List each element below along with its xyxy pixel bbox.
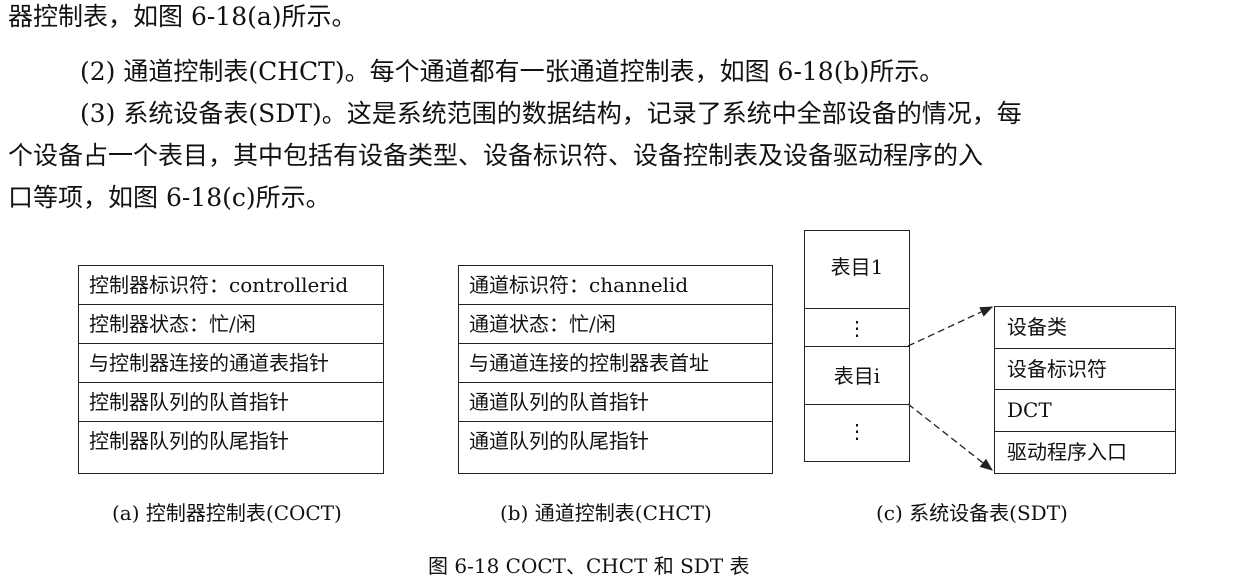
paragraph-line: 口等项，如图 6-18(c)所示。 [8,183,331,212]
paragraph-line: 器控制表，如图 6-18(a)所示。 [8,2,357,31]
coct-row: 控制器状态：忙/闲 [79,305,383,344]
chct-row: 通道队列的队尾指针 [469,429,649,453]
chct-row: 通道标识符：channelid [459,266,772,305]
paragraph-line: 个设备占一个表目，其中包括有设备类型、设备标识符、设备控制表及设备驱动程序的入 [8,141,984,170]
dashed-arrow-top [907,306,994,347]
paragraph-line: (2) 通道控制表(CHCT)。每个通道都有一张通道控制表，如图 6-18(b)… [80,57,945,86]
chct-table: 通道标识符：channelid 通道状态：忙/闲 与通道连接的控制器表首址 通道… [458,265,773,474]
caption-sdt: (c) 系统设备表(SDT) [876,501,1068,525]
sdt-entry-row: 设备标识符 [995,349,1175,390]
sdt-entry-table: 设备类 设备标识符 DCT 驱动程序入口 [994,306,1176,474]
chct-row: 通道状态：忙/闲 [459,305,772,344]
caption-chct: (b) 通道控制表(CHCT) [500,501,712,525]
coct-row: 控制器队列的队尾指针 [89,429,289,453]
sdt-cell: 表目1 [805,231,909,309]
sdt-cell: ⋮ [805,309,909,347]
coct-table: 控制器标识符：controllerid 控制器状态：忙/闲 与控制器连接的通道表… [78,265,384,474]
coct-row: 与控制器连接的通道表指针 [79,344,383,383]
sdt-entry-row: DCT [995,390,1175,432]
paragraph-line: (3) 系统设备表(SDT)。这是系统范围的数据结构，记录了系统中全部设备的情况… [80,99,1022,128]
sdt-entry-row: 驱动程序入口 [1007,439,1127,464]
chct-row: 通道队列的队首指针 [459,383,772,422]
sdt-cell: ⋮ [847,419,867,443]
sdt-table: 表目1 ⋮ 表目i ⋮ [804,230,910,462]
sdt-entry-row: 设备类 [995,307,1175,349]
coct-row: 控制器标识符：controllerid [79,266,383,305]
figure-title: 图 6-18 COCT、CHCT 和 SDT 表 [428,554,750,578]
dashed-arrow-bottom [907,403,994,471]
caption-coct: (a) 控制器控制表(COCT) [112,501,342,525]
sdt-cell: 表目i [805,347,909,405]
chct-row: 与通道连接的控制器表首址 [459,344,772,383]
coct-row: 控制器队列的队首指针 [79,383,383,422]
